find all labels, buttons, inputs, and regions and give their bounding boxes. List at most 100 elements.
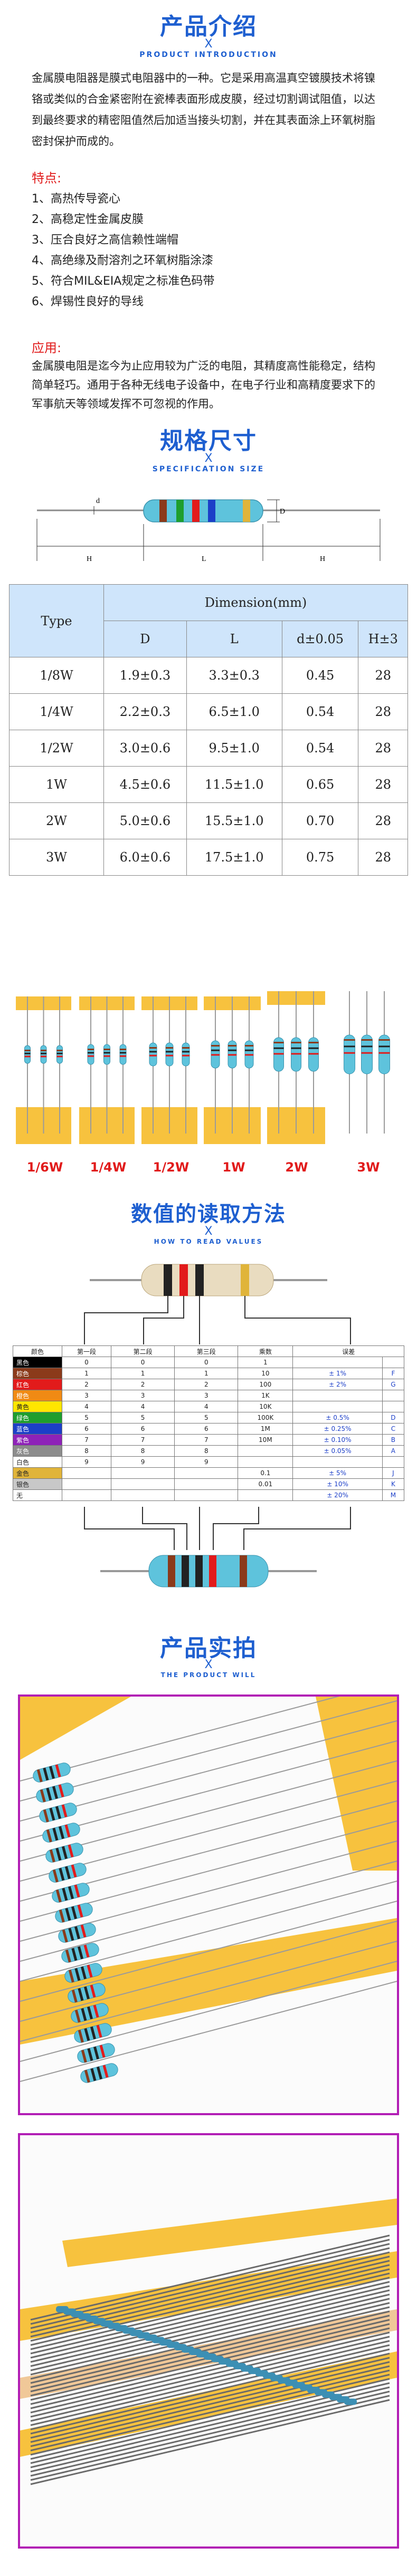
product-label: 1/2W (153, 1160, 189, 1175)
table-cell: 0.65 (281, 766, 359, 803)
code-tolerance: ± 0.25% (292, 1423, 383, 1435)
code-band2: 4 (110, 1401, 175, 1412)
code-band3: 0 (174, 1357, 239, 1368)
resistor-pack-2 (79, 996, 135, 1144)
col-header-D: D (103, 621, 187, 657)
diagram-label-L: L (202, 555, 206, 563)
code-band1: 3 (62, 1390, 111, 1401)
code-tolerance-letter: C (382, 1423, 405, 1435)
table-cell: 3W (9, 839, 104, 876)
application-paragraph: 金属膜电阻是迄今为止应用较为广泛的电阻，其精度高性能稳定，结构简单轻巧。通用于各… (32, 360, 375, 410)
code-band1 (62, 1467, 111, 1479)
code-header-band3: 第三段 (174, 1345, 239, 1357)
reading-x-mark: X (204, 1225, 213, 1238)
table-cell: 3.0±0.6 (103, 730, 187, 767)
table-cell: 17.5±1.0 (186, 839, 282, 876)
table-cell: 11.5±1.0 (186, 766, 282, 803)
code-band3: 3 (174, 1390, 239, 1401)
spec-section: 规格尺寸 X SPECIFICATION SIZE d D H L H Type… (0, 422, 417, 949)
code-band1: 9 (62, 1456, 111, 1468)
col-header-L: L (186, 621, 282, 657)
code-color-name: 黄色 (13, 1401, 62, 1412)
product-label: 1/6W (26, 1160, 63, 1175)
code-band1 (62, 1478, 111, 1490)
diagram-label-H-right: H (320, 555, 325, 563)
code-tolerance (292, 1357, 383, 1368)
code-tolerance (292, 1390, 383, 1401)
code-band2: 0 (110, 1357, 175, 1368)
resistor-pack-5 (267, 991, 325, 1144)
col-type-header: Type (9, 584, 104, 657)
table-cell: 2.2±0.3 (103, 693, 187, 730)
code-header-color: 颜色 (13, 1345, 62, 1357)
diagram-label-H-left: H (87, 555, 92, 563)
code-tolerance: ± 0.5% (292, 1412, 383, 1423)
code-band3: 6 (174, 1423, 239, 1435)
intro-x-mark: X (204, 37, 213, 51)
feature-item: 2、高稳定性金属皮膜 (32, 213, 144, 226)
code-band2: 3 (110, 1390, 175, 1401)
features-heading: 特点: (32, 171, 62, 186)
code-multiplier: 10 (238, 1368, 293, 1379)
table-cell: 9.5±1.0 (186, 730, 282, 767)
code-band1: 2 (62, 1379, 111, 1390)
code-header-tolerance: 误差 (292, 1345, 404, 1357)
table-cell: 3.3±0.3 (186, 657, 282, 694)
reading-subtitle: HOW TO READ VALUES (154, 1238, 263, 1245)
reading-section: 数值的读取方法 X HOW TO READ VALUES 颜色 (0, 1197, 417, 1613)
code-tolerance-letter (382, 1357, 405, 1368)
code-band2: 8 (110, 1445, 175, 1457)
code-band1: 4 (62, 1401, 111, 1412)
table-cell: 1.9±0.3 (103, 657, 187, 694)
code-band2: 5 (110, 1412, 175, 1423)
code-multiplier: 0.1 (238, 1467, 293, 1479)
table-cell: 28 (358, 693, 408, 730)
table-cell: 28 (358, 839, 408, 876)
code-band2 (110, 1478, 175, 1490)
intro-title: 产品介绍 (160, 13, 257, 40)
product-photo-2 (18, 2133, 399, 2549)
code-multiplier: 100 (238, 1379, 293, 1390)
table-cell: 28 (358, 657, 408, 694)
code-color-name: 橙色 (13, 1390, 62, 1401)
dimension-diagram: d D H L H (36, 497, 381, 563)
spec-subtitle: SPECIFICATION SIZE (152, 465, 265, 473)
table-cell: 1/8W (9, 657, 104, 694)
table-cell: 1W (9, 766, 104, 803)
table-cell: 28 (358, 766, 408, 803)
code-multiplier: 1 (238, 1357, 293, 1368)
code-tolerance (292, 1456, 383, 1468)
product-label: 1/4W (90, 1160, 127, 1175)
code-header-band2: 第二段 (110, 1345, 175, 1357)
resistor-pack-1 (16, 996, 71, 1144)
code-band1: 1 (62, 1368, 111, 1379)
col-header-H: H±3 (358, 621, 408, 657)
code-tolerance-letter (382, 1401, 405, 1412)
resistor-pack-6 (338, 991, 396, 1144)
code-color-name: 绿色 (13, 1412, 62, 1423)
table-cell: 2W (9, 802, 104, 839)
code-multiplier (238, 1456, 293, 1468)
code-color-name: 黑色 (13, 1357, 62, 1368)
code-band3: 7 (174, 1434, 239, 1446)
code-tolerance-letter: M (382, 1489, 405, 1501)
product-lineup-illustration (16, 991, 396, 1144)
code-band2: 2 (110, 1379, 175, 1390)
code-multiplier: 100K (238, 1412, 293, 1423)
product-label: 3W (357, 1160, 380, 1175)
color-code-diagram (84, 1264, 351, 1587)
table-cell: 0.45 (281, 657, 359, 694)
code-band3: 4 (174, 1401, 239, 1412)
col-group-header: Dimension(mm) (103, 584, 408, 621)
feature-item: 4、高绝缘及耐溶剂之环氧树脂涂漆 (32, 254, 213, 267)
code-color-name: 灰色 (13, 1445, 62, 1457)
code-color-name: 金色 (13, 1467, 62, 1479)
